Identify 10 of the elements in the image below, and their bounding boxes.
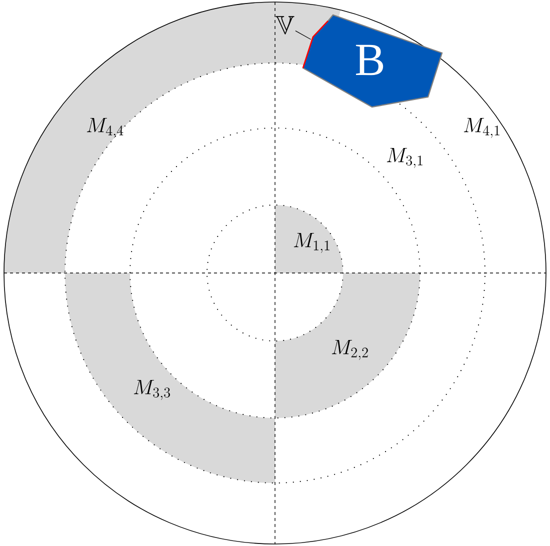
region-label: $M_{4,4}$ [86,118,124,138]
leader-line [295,30,312,40]
polygon-region: B [302,14,443,108]
set-symbol: $\mathbb{V}$ [276,16,294,34]
region-label: $M_{2,2}$ [332,340,368,360]
region-label: $M_{3,1}$ [386,148,422,168]
region-label: $M_{4,1}$ [464,118,500,138]
boundary-segment [302,20,328,68]
region-label: $M_{3,3}$ [134,380,170,400]
region-label: $M_{1,1}$ [294,232,330,253]
